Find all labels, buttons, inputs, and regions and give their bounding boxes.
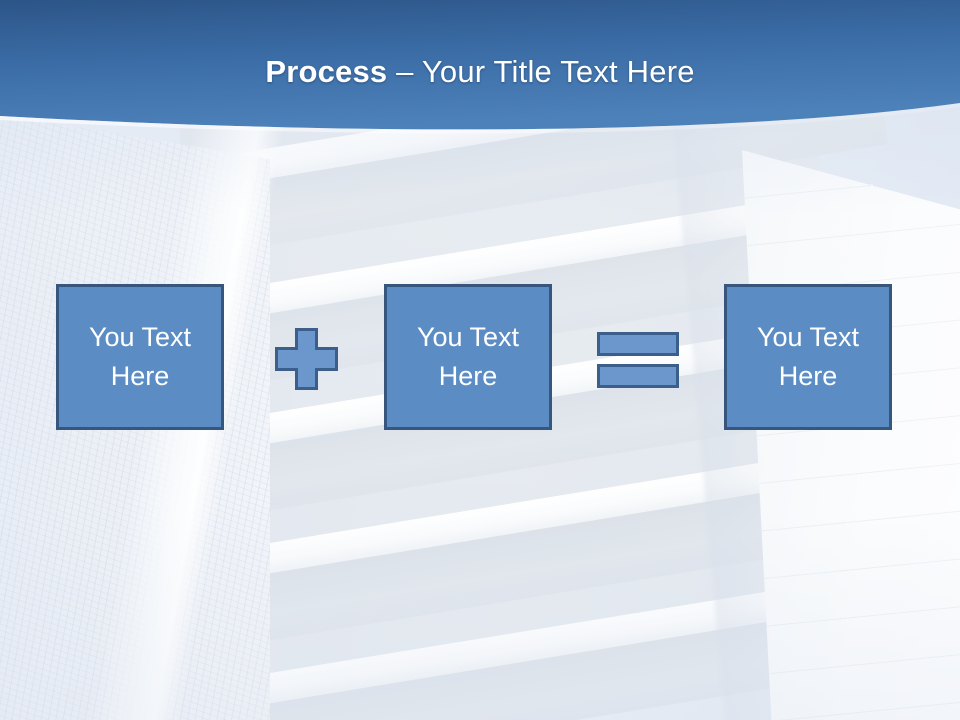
header-shape	[0, 0, 960, 134]
process-box-3[interactable]: You Text Here	[724, 284, 892, 430]
page-title-rest: – Your Title Text Here	[387, 54, 695, 89]
process-box-1[interactable]: You Text Here	[56, 284, 224, 430]
process-box-1-label: You Text Here	[88, 322, 192, 391]
page-title-strong: Process	[265, 54, 388, 89]
equals-bar-bottom	[597, 364, 679, 388]
equals-sign-icon	[597, 332, 679, 388]
header-band: Process – Your Title Text Here	[0, 0, 960, 150]
page-title: Process – Your Title Text Here	[0, 52, 960, 92]
equals-bar-top	[597, 332, 679, 356]
process-box-2-label: You Text Here	[416, 322, 520, 391]
process-box-3-label: You Text Here	[756, 322, 860, 391]
plus-sign-icon	[275, 328, 338, 390]
plus-shape	[275, 328, 338, 390]
process-box-2[interactable]: You Text Here	[384, 284, 552, 430]
